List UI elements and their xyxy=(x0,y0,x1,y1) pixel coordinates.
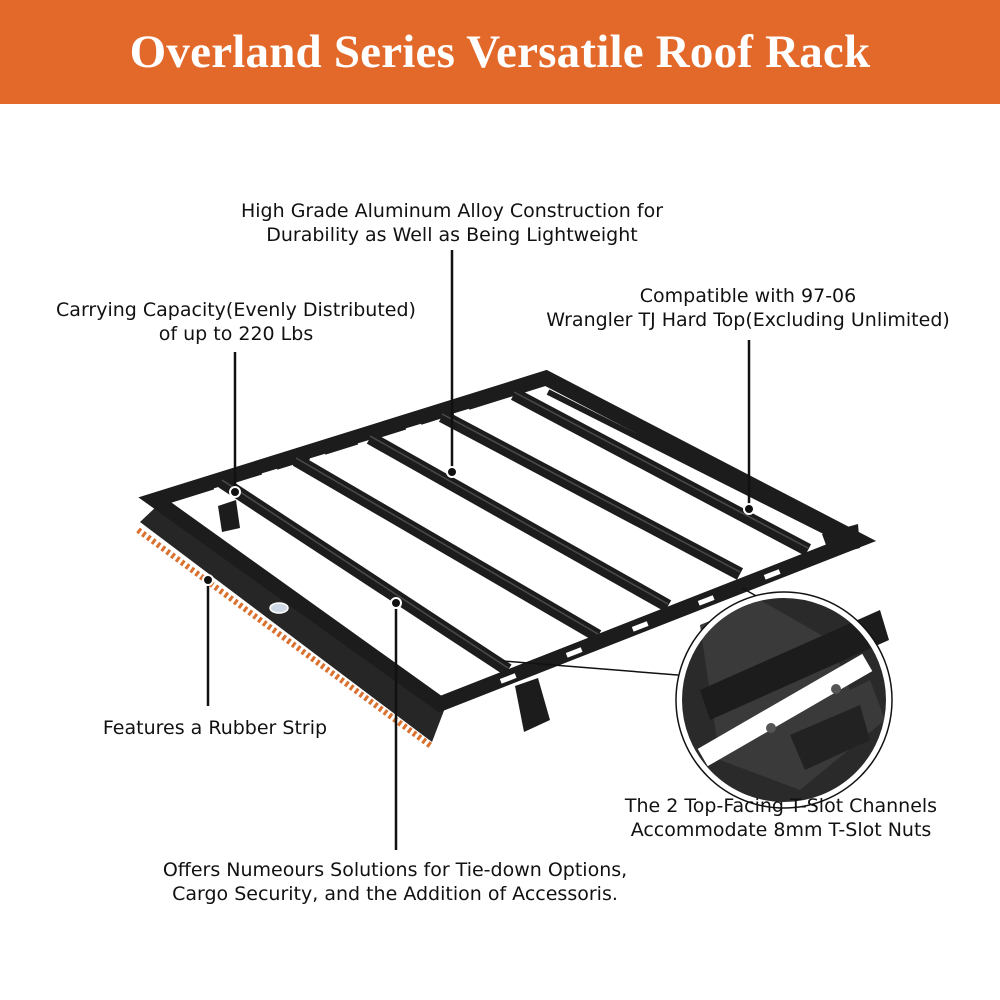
front-deflector-panel xyxy=(140,505,445,742)
crossbar-2 xyxy=(292,454,602,642)
crossbars xyxy=(218,388,812,676)
mounting-feet xyxy=(218,500,860,732)
title-banner: Overland Series Versatile Roof Rack xyxy=(0,0,1000,104)
frame-slots-bottom xyxy=(499,569,781,684)
tie-down-callout-line2: Cargo Security, and the Addition of Acce… xyxy=(172,883,618,905)
tie-down-callout-line1: Offers Numeours Solutions for Tie-down O… xyxy=(162,859,628,881)
compatibility-callout-line2: Wrangler TJ Hard Top(Excluding Unlimited… xyxy=(546,309,950,331)
page-title: Overland Series Versatile Roof Rack xyxy=(129,26,871,78)
construction-callout-line1: High Grade Aluminum Alloy Construction f… xyxy=(240,200,664,222)
rubber-strip-callout-line1: Features a Rubber Strip xyxy=(102,717,328,739)
compatibility-callout: Compatible with 97-06 Wrangler TJ Hard T… xyxy=(506,284,990,332)
t-slot-callout: The 2 Top-Facing T-Slot Channels Accommo… xyxy=(576,794,986,842)
construction-callout: High Grade Aluminum Alloy Construction f… xyxy=(200,199,704,247)
capacity-callout-line1: Carrying Capacity(Evenly Distributed) xyxy=(56,299,416,321)
crossbar-3 xyxy=(366,432,672,612)
frame-slots-top xyxy=(213,408,471,494)
side-rail-inner xyxy=(546,389,844,543)
rubber-strip xyxy=(136,527,433,749)
compatibility-callout-line1: Compatible with 97-06 xyxy=(639,285,857,307)
callout-dots xyxy=(202,466,755,609)
crossbar-5 xyxy=(510,388,812,556)
t-slot-callout-line1: The 2 Top-Facing T-Slot Channels xyxy=(624,795,938,817)
t-slot-callout-line2: Accommodate 8mm T-Slot Nuts xyxy=(630,819,932,841)
callout-lines xyxy=(206,250,751,850)
crossbar-4 xyxy=(438,410,744,580)
construction-callout-line2: Durability as Well as Being Lightweight xyxy=(266,224,638,246)
capacity-callout-line2: of up to 220 Lbs xyxy=(158,323,314,345)
crossbar-1 xyxy=(218,476,512,676)
tie-down-callout: Offers Numeours Solutions for Tie-down O… xyxy=(110,858,680,906)
capacity-callout: Carrying Capacity(Evenly Distributed) of… xyxy=(22,298,450,346)
logo-badge xyxy=(269,602,289,614)
t-slot-channels xyxy=(221,391,809,669)
rubber-strip-callout: Features a Rubber Strip xyxy=(70,716,360,740)
t-slot-detail-zoom xyxy=(502,587,893,809)
